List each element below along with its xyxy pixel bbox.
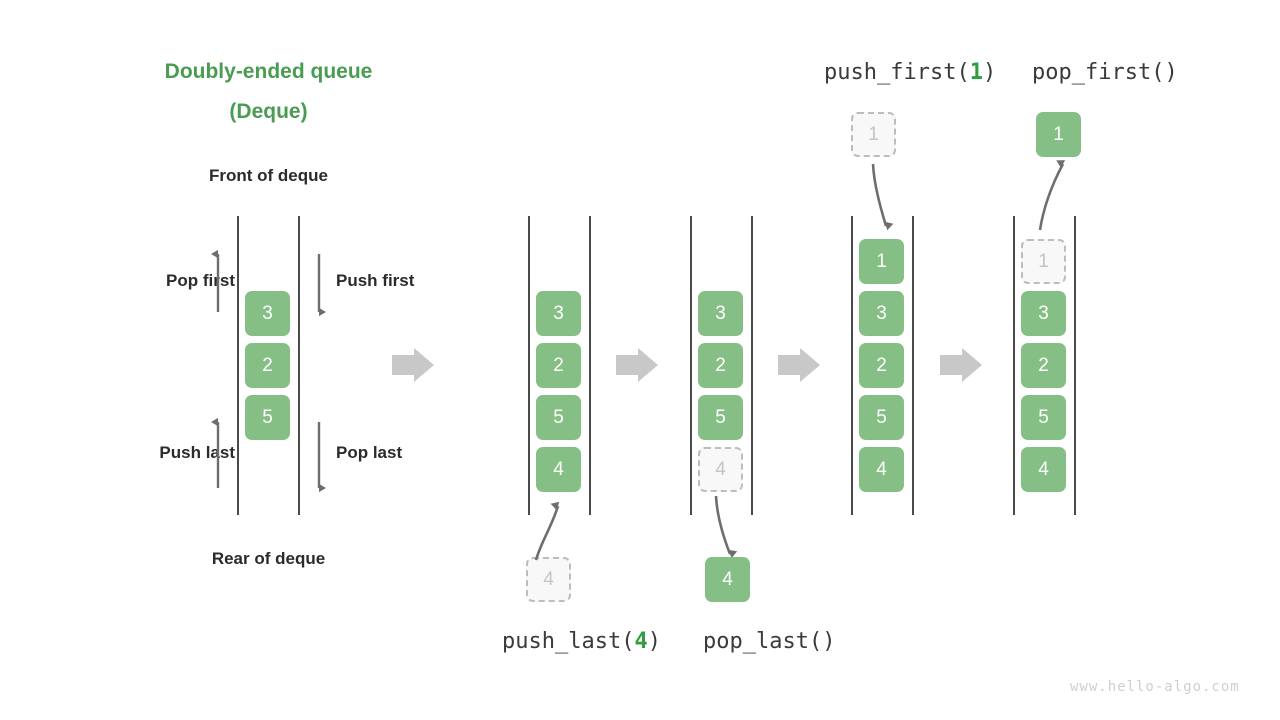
- pop-last-label: Pop last: [336, 443, 403, 462]
- deque-0-cells: 3 2 5: [245, 291, 290, 440]
- push-last-op-arg: 4: [634, 629, 648, 654]
- deque-0-rail-right: [298, 216, 300, 515]
- push-first-op-suffix: ): [982, 60, 997, 85]
- push-first-op-arg: 1: [969, 60, 983, 85]
- deque-3-rail-left: [851, 216, 853, 515]
- push-last-label: Push last: [159, 443, 235, 462]
- push-last-motion-arrow: [534, 501, 560, 561]
- push-first-label: Push first: [336, 271, 415, 290]
- page-title-line2: (Deque): [229, 100, 308, 123]
- deque-2-rail-left: [690, 216, 692, 515]
- deque-0-cell-2: 5: [245, 395, 290, 440]
- deque-4-cell-3: 5: [1021, 395, 1066, 440]
- pop-last-motion-arrow: [714, 495, 738, 559]
- deque-3-cell-4: 4: [859, 447, 904, 492]
- deque-1-cell-2: 5: [536, 395, 581, 440]
- push-first-motion-arrow: [871, 163, 894, 231]
- deque-4-cell-2: 2: [1021, 343, 1066, 388]
- deque-2-rail-right: [751, 216, 753, 515]
- deque-1-rail-right: [589, 216, 591, 515]
- push-first-operation-label: push_first(1): [824, 60, 996, 85]
- deque-4-cells: 1 3 2 5 4: [1021, 239, 1066, 492]
- pop-first-motion-arrow: [1038, 160, 1066, 231]
- push-last-source-cell: 4: [526, 557, 571, 602]
- push-last-operation-label: push_last(4): [502, 629, 661, 654]
- deque-1-cell-3: 4: [536, 447, 581, 492]
- deque-1-cell-1: 2: [536, 343, 581, 388]
- deque-2-cells: 3 2 5 4: [698, 291, 743, 492]
- deque-4-rail-right: [1074, 216, 1076, 515]
- pop-first-operation-label: pop_first(): [1032, 60, 1178, 85]
- deque-4-cell-0-ghost: 1: [1021, 239, 1066, 284]
- rear-of-deque-label: Rear of deque: [211, 549, 326, 568]
- pop-first-result-cell: 1: [1036, 112, 1081, 157]
- deque-2-cell-0: 3: [698, 291, 743, 336]
- deque-1-cell-0: 3: [536, 291, 581, 336]
- deque-0-cell-1: 2: [245, 343, 290, 388]
- pop-last-result-cell: 4: [705, 557, 750, 602]
- pop-last-operation-label: pop_last(): [703, 629, 835, 654]
- flow-arrow-0-icon: [392, 348, 434, 382]
- pop-first-op-text: pop_first(): [1032, 60, 1178, 85]
- front-of-deque-label: Front of deque: [209, 166, 328, 185]
- side-operation-arrows: [211, 249, 326, 493]
- deque-3-rail-right: [912, 216, 914, 515]
- deque-3-cells: 1 3 2 5 4: [859, 239, 904, 492]
- deque-4-cell-4: 4: [1021, 447, 1066, 492]
- flow-arrow-2-icon: [778, 348, 820, 382]
- push-first-op-prefix: push_first(: [824, 60, 970, 85]
- deque-2-cell-1: 2: [698, 343, 743, 388]
- flow-arrow-3-icon: [940, 348, 982, 382]
- flow-arrow-1-icon: [616, 348, 658, 382]
- deque-3-cell-3: 5: [859, 395, 904, 440]
- deque-1-rail-left: [528, 216, 530, 515]
- push-first-source-cell: 1: [851, 112, 896, 157]
- deque-0-rail-left: [237, 216, 239, 515]
- push-last-op-suffix: ): [647, 629, 661, 654]
- deque-4-cell-1: 3: [1021, 291, 1066, 336]
- deque-3-cell-2: 2: [859, 343, 904, 388]
- deque-4-rail-left: [1013, 216, 1015, 515]
- deque-3-cell-1: 3: [859, 291, 904, 336]
- page-title-line1: Doubly-ended queue: [164, 60, 373, 83]
- deque-0-cell-0: 3: [245, 291, 290, 336]
- deque-2-cell-2: 5: [698, 395, 743, 440]
- deque-3-cell-0: 1: [859, 239, 904, 284]
- deque-1-cells: 3 2 5 4: [536, 291, 581, 492]
- deque-2-cell-3-ghost: 4: [698, 447, 743, 492]
- pop-last-op-text: pop_last(): [703, 629, 836, 654]
- watermark-text: www.hello-algo.com: [1070, 679, 1240, 695]
- push-last-op-prefix: push_last(: [502, 629, 635, 654]
